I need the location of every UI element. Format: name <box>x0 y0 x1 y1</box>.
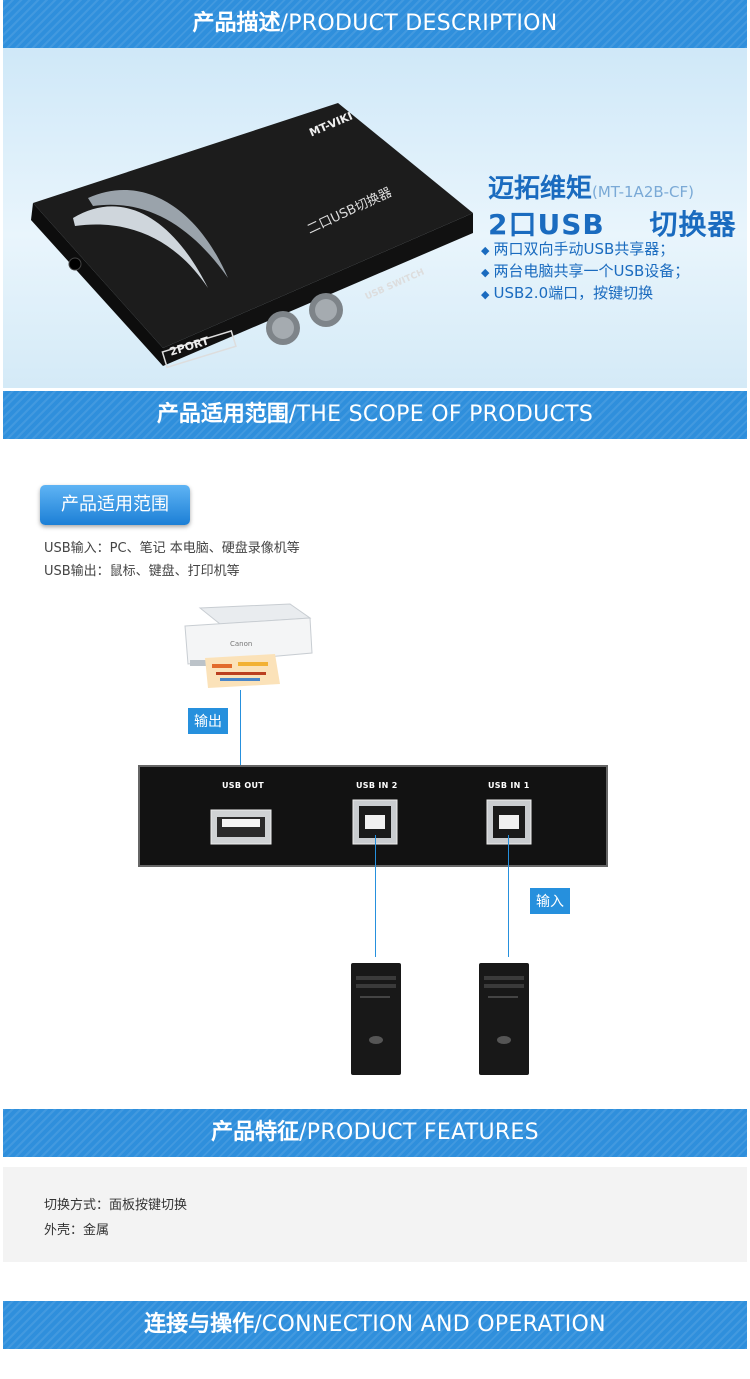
usb-b-port-icon <box>486 799 532 845</box>
section-title-cn: 产品特征 <box>211 1120 300 1145</box>
port-label-out: USB OUT <box>222 781 264 790</box>
feature-switch-mode: 切换方式：面板按键切换 <box>44 1198 188 1213</box>
input-connection-line-2 <box>375 835 376 957</box>
usb-switch-illustration <box>31 103 473 369</box>
scope-output-line: USB输出：鼠标、键盘、打印机等 <box>44 564 240 579</box>
section-title-cn: 产品描述 <box>192 11 281 36</box>
section-title-en: /PRODUCT FEATURES <box>299 1120 539 1145</box>
hero-feature-text: 两口双向手动USB共享器； <box>493 240 675 258</box>
section-title-en: /CONNECTION AND OPERATION <box>254 1312 606 1337</box>
product-brand: 迈拓维矩 <box>488 174 593 204</box>
product-subtitle-b: 切换器 <box>649 208 737 241</box>
desktop-pc-icon <box>351 963 401 1075</box>
product-hero-image: MT-VIKI 二口USB切换器 USB SWITCH 2PORT 迈拓维矩(M… <box>3 48 747 388</box>
section-title-cn: 连接与操作 <box>144 1312 255 1337</box>
port-label-in1: USB IN 1 <box>488 781 530 790</box>
product-model: (MT-1A2B-CF) <box>592 183 695 201</box>
product-title: 迈拓维矩(MT-1A2B-CF) <box>488 168 694 205</box>
printer-brand: Canon <box>230 640 253 648</box>
section-title-en: /PRODUCT DESCRIPTION <box>280 11 558 36</box>
usb-a-port-icon <box>210 809 272 845</box>
product-subtitle-a: 2口USB <box>488 208 605 241</box>
section-title-en: /THE SCOPE OF PRODUCTS <box>288 402 594 427</box>
product-subtitle: 2口USB 切换器 <box>488 203 737 243</box>
feature-shell: 外壳：金属 <box>44 1223 110 1238</box>
features-box <box>3 1167 747 1262</box>
port-label-in2: USB IN 2 <box>356 781 398 790</box>
hero-feature-text: 两台电脑共享一个USB设备； <box>493 262 690 280</box>
section-title-cn: 产品适用范围 <box>156 402 289 427</box>
hero-feature-1: ◆两口双向手动USB共享器； <box>481 240 675 258</box>
section-header-connection: 连接与操作/CONNECTION AND OPERATION <box>3 1301 747 1349</box>
switch-back-panel: USB OUT USB IN 2 USB IN 1 <box>138 765 608 867</box>
section-header-scope: 产品适用范围/THE SCOPE OF PRODUCTS <box>3 391 747 439</box>
section-header-features: 产品特征/PRODUCT FEATURES <box>3 1109 747 1157</box>
hero-feature-text: USB2.0端口，按键切换 <box>493 284 654 302</box>
output-tag: 输出 <box>188 708 228 734</box>
section-header-product-description: 产品描述/PRODUCT DESCRIPTION <box>3 0 747 48</box>
scope-badge: 产品适用范围 <box>40 485 190 525</box>
printer-image <box>184 603 313 688</box>
output-connection-line <box>240 690 241 810</box>
desktop-pc-icon <box>479 963 529 1075</box>
hero-feature-3: ◆USB2.0端口，按键切换 <box>481 284 654 302</box>
hero-feature-2: ◆两台电脑共享一个USB设备； <box>481 262 690 280</box>
scope-input-line: USB输入：PC、笔记 本电脑、硬盘录像机等 <box>44 541 300 556</box>
input-connection-line-1 <box>508 835 509 957</box>
input-tag: 输入 <box>530 888 570 914</box>
